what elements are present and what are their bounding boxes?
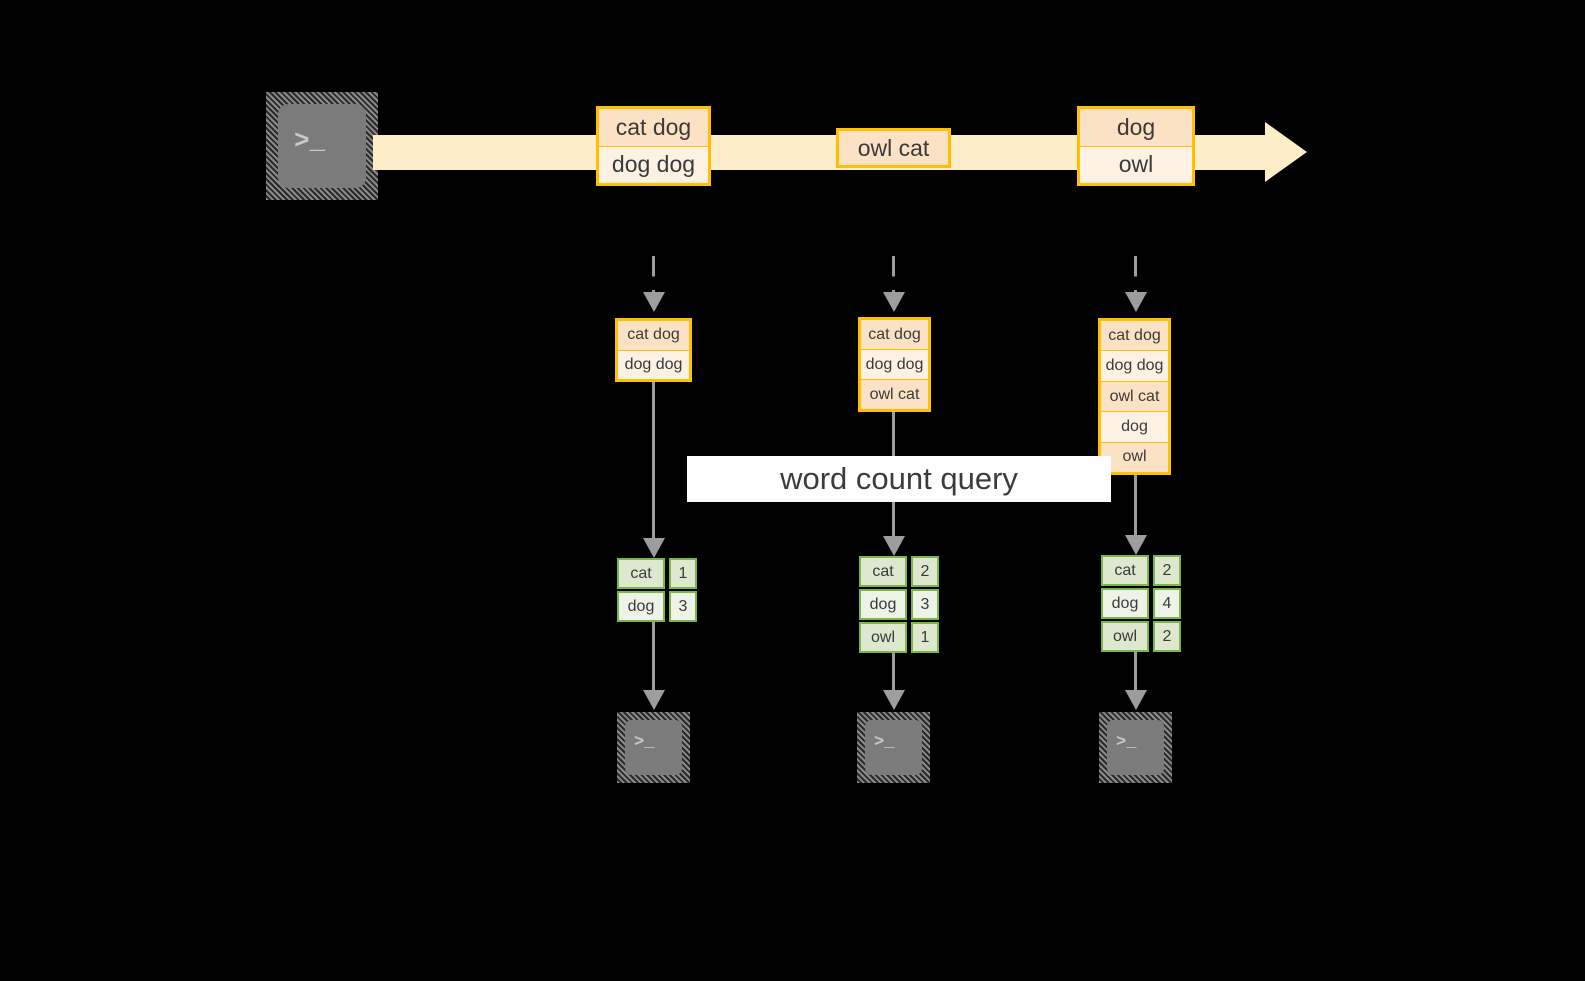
table-row: owl 1: [859, 622, 939, 653]
snapshot-line: dog dog: [618, 350, 689, 379]
snapshot-connector-dashed-3: [1134, 256, 1137, 294]
result-count: 2: [911, 556, 939, 587]
terminal-screen: [625, 720, 682, 775]
sink-connector-3: [1134, 651, 1137, 694]
terminal-screen: [278, 104, 366, 188]
stream-record-line: owl cat: [839, 131, 948, 165]
query-connector-3: [1134, 475, 1137, 539]
result-count: 1: [911, 622, 939, 653]
snapshot-line: owl: [1101, 442, 1168, 473]
result-word: cat: [617, 558, 665, 589]
query-connector-arrowhead-1: [643, 538, 665, 558]
result-table-3: cat 2 dog 4 owl 2: [1101, 555, 1181, 652]
result-word: owl: [859, 622, 907, 653]
terminal-screen: [865, 720, 922, 775]
stream-record-line: dog: [1080, 109, 1192, 147]
result-word: dog: [1101, 588, 1149, 619]
query-label: word count query: [687, 456, 1111, 502]
terminal-prompt-glyph: >_: [294, 126, 326, 156]
snapshot-box-1: cat dog dog dog: [615, 318, 692, 382]
stream-record-line: owl: [1080, 146, 1192, 183]
terminal-prompt-glyph: >_: [634, 733, 655, 752]
snapshot-connector-dashed-2: [892, 256, 895, 294]
sink-connector-arrowhead-1: [643, 690, 665, 710]
result-count: 3: [669, 591, 697, 622]
table-row: cat 2: [1101, 555, 1181, 586]
stream-record-2: owl cat: [836, 128, 951, 168]
result-count: 1: [669, 558, 697, 589]
sink-terminal-icon-2: >_: [857, 712, 930, 783]
sink-connector-2: [892, 652, 895, 694]
terminal-screen: [1107, 720, 1164, 775]
sink-connector-arrowhead-3: [1125, 690, 1147, 710]
sink-connector-arrowhead-2: [883, 690, 905, 710]
stream-record-3: dog owl: [1077, 106, 1195, 186]
sink-terminal-icon-3: >_: [1099, 712, 1172, 783]
result-count: 3: [911, 589, 939, 620]
query-connector-1: [652, 382, 655, 542]
result-word: owl: [1101, 621, 1149, 652]
result-count: 2: [1153, 621, 1181, 652]
snapshot-connector-arrowhead-3: [1125, 292, 1147, 312]
snapshot-connector-dashed-1: [652, 256, 655, 294]
table-row: owl 2: [1101, 621, 1181, 652]
snapshot-line: dog dog: [861, 350, 928, 380]
terminal-prompt-glyph: >_: [874, 733, 895, 752]
result-word: dog: [859, 589, 907, 620]
sink-connector-1: [652, 622, 655, 694]
snapshot-line: owl cat: [861, 380, 928, 409]
result-word: cat: [859, 556, 907, 587]
stream-arrow-head: [1265, 122, 1307, 182]
stream-record-line: cat dog: [599, 109, 708, 147]
snapshot-line: owl cat: [1101, 381, 1168, 413]
terminal-prompt-glyph: >_: [1116, 733, 1137, 752]
result-word: cat: [1101, 555, 1149, 586]
snapshot-line: cat dog: [1101, 321, 1168, 352]
table-row: cat 1: [617, 558, 697, 589]
snapshot-line: cat dog: [861, 320, 928, 350]
query-connector-arrowhead-3: [1125, 535, 1147, 555]
snapshot-connector-arrowhead-1: [643, 292, 665, 312]
result-table-1: cat 1 dog 3: [617, 558, 697, 622]
table-row: dog 4: [1101, 588, 1181, 619]
result-count: 2: [1153, 555, 1181, 586]
snapshot-connector-arrowhead-2: [883, 292, 905, 312]
result-word: dog: [617, 591, 665, 622]
table-row: dog 3: [617, 591, 697, 622]
snapshot-box-2: cat dog dog dog owl cat: [858, 317, 931, 412]
snapshot-line: dog: [1101, 412, 1168, 443]
query-connector-arrowhead-2: [883, 536, 905, 556]
snapshot-box-3: cat dog dog dog owl cat dog owl: [1098, 318, 1171, 475]
snapshot-line: dog dog: [1101, 351, 1168, 382]
table-row: dog 3: [859, 589, 939, 620]
result-count: 4: [1153, 588, 1181, 619]
snapshot-line: cat dog: [618, 321, 689, 351]
stream-source-terminal-icon: >_: [266, 92, 378, 200]
sink-terminal-icon-1: >_: [617, 712, 690, 783]
stream-record-1: cat dog dog dog: [596, 106, 711, 186]
stream-record-line: dog dog: [599, 146, 708, 183]
result-table-2: cat 2 dog 3 owl 1: [859, 556, 939, 653]
table-row: cat 2: [859, 556, 939, 587]
